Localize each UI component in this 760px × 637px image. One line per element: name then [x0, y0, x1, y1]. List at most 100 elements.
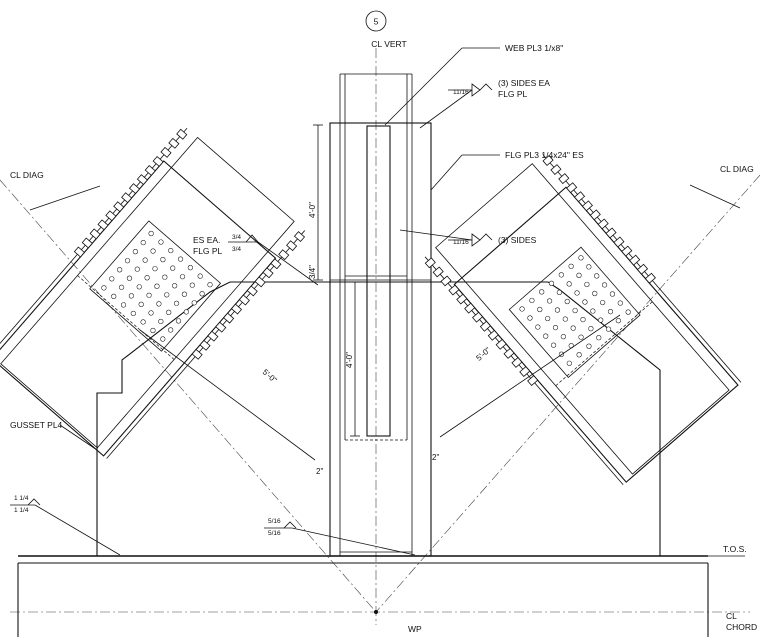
- bolt-hole-icon: [152, 266, 158, 272]
- bolt-nut-icon: [472, 311, 484, 323]
- bolt-nut-icon: [278, 249, 290, 261]
- bolt-hole-icon: [529, 297, 535, 304]
- svg-text:5: 5: [374, 17, 379, 27]
- bolt-nut-icon: [293, 231, 306, 243]
- bolt-hole-icon: [605, 326, 612, 332]
- bolt-nut-icon: [128, 183, 141, 195]
- weld-114-b: 1 1/4: [14, 507, 29, 514]
- bolt-hole-icon: [207, 282, 213, 288]
- bolt-hole-icon: [158, 239, 164, 245]
- bolt-hole-icon: [584, 281, 590, 288]
- dim-4ft-mid: 4'-0": [345, 352, 354, 368]
- bolt-hole-icon: [609, 291, 616, 297]
- bolt-nut-icon: [613, 236, 625, 248]
- bolt-hole-icon: [580, 316, 586, 323]
- bolt-nut-icon: [246, 285, 258, 297]
- flg-pl-left-label: FLG PL: [193, 246, 223, 256]
- bolt-nut-icon: [542, 155, 554, 166]
- bolt-hole-icon: [117, 267, 123, 273]
- bolt-hole-icon: [562, 316, 568, 322]
- gusset-plate: [96, 281, 661, 557]
- bolt-nut-icon: [152, 155, 164, 167]
- right-diagonal-member: [424, 154, 742, 485]
- bolt-hole-icon: [111, 293, 117, 299]
- weld-1116-top: 11/16: [453, 89, 469, 96]
- bolt-nut-icon: [97, 219, 109, 231]
- bolt-hole-icon: [144, 275, 150, 281]
- bolt-nut-icon: [550, 164, 562, 176]
- bolt-hole-icon: [601, 282, 608, 288]
- bolt-hole-icon: [598, 317, 604, 323]
- bolt-nut-icon: [286, 240, 298, 252]
- bolt-hole-icon: [138, 301, 144, 307]
- bolt-hole-icon: [519, 306, 525, 312]
- bolt-nut-icon: [238, 294, 250, 306]
- weld-516-a: 5/16: [268, 518, 281, 525]
- bolt-hole-icon: [109, 276, 115, 282]
- bolt-hole-icon: [543, 333, 549, 339]
- bolt-hole-icon: [539, 289, 545, 295]
- bolt-nut-icon: [456, 293, 468, 305]
- dim-4ft-top: 4'-0": [308, 202, 317, 218]
- bolt-hole-icon: [146, 292, 152, 298]
- bolt-hole-icon: [183, 309, 189, 315]
- bolt-nut-icon: [223, 312, 235, 324]
- bolt-hole-icon: [170, 265, 176, 271]
- cl-chord-label-2: CHORD: [726, 622, 757, 632]
- dim-3-4: 3/4": [308, 265, 317, 279]
- bolt-hole-icon: [586, 264, 592, 270]
- bolt-hole-icon: [101, 285, 107, 291]
- weld-516-b: 5/16: [268, 530, 281, 537]
- es-ea-label: ES EA.: [193, 235, 220, 245]
- dim-5ft-left: 5'-0": [261, 367, 279, 384]
- bolt-nut-icon: [176, 128, 188, 140]
- bolt-nut-icon: [113, 201, 125, 213]
- left-diagonal-member: [0, 127, 306, 459]
- leader-lines: [34, 47, 500, 556]
- bolt-hole-icon: [600, 299, 606, 306]
- bolt-hole-icon: [166, 309, 172, 315]
- bolt-nut-icon: [73, 246, 85, 258]
- bolt-nut-icon: [230, 303, 243, 315]
- bolt-nut-icon: [589, 209, 601, 221]
- bolt-nut-icon: [527, 375, 539, 387]
- bolt-hole-icon: [160, 336, 166, 342]
- bolt-nut-icon: [644, 272, 656, 284]
- tos-label: T.O.S.: [723, 544, 747, 554]
- bolt-nut-icon: [207, 330, 219, 342]
- cl-chord-label-1: CL: [726, 611, 737, 621]
- bolt-nut-icon: [270, 258, 282, 270]
- weld-34-b: 3/4: [232, 246, 241, 253]
- bolt-nut-icon: [629, 254, 641, 266]
- bolt-nut-icon: [558, 173, 570, 185]
- bolt-nut-icon: [144, 165, 156, 176]
- centerlines: [0, 48, 760, 625]
- bolt-hole-icon: [173, 300, 180, 306]
- grid-bubble-icon: 5: [365, 10, 387, 32]
- bolt-nut-icon: [479, 320, 491, 332]
- bolt-hole-icon: [615, 318, 621, 324]
- dim-2-left: 2": [316, 467, 323, 476]
- bolt-nut-icon: [605, 227, 617, 239]
- bolt-hole-icon: [564, 298, 570, 305]
- bolt-nut-icon: [464, 302, 476, 314]
- weld-1116-mid: 11/16: [453, 239, 469, 246]
- bolt-hole-icon: [594, 273, 600, 279]
- bolt-nut-icon: [89, 228, 101, 240]
- bolt-hole-icon: [124, 258, 131, 264]
- bolt-nut-icon: [199, 339, 211, 351]
- bolt-hole-icon: [527, 315, 533, 321]
- bolt-hole-icon: [172, 283, 178, 289]
- bolt-hole-icon: [164, 292, 170, 298]
- sides-3-label: (3) SIDES: [498, 235, 537, 245]
- bolt-hole-icon: [592, 290, 598, 297]
- weld-114-a: 1 1/4: [14, 495, 29, 502]
- cl-vert-label: CL VERT: [371, 39, 406, 49]
- bolt-hole-icon: [548, 280, 555, 286]
- bolt-hole-icon: [175, 318, 182, 324]
- bolt-hole-icon: [576, 352, 582, 358]
- bolt-hole-icon: [556, 289, 562, 296]
- bolt-nut-icon: [136, 174, 148, 185]
- bolt-nut-icon: [566, 182, 578, 194]
- bolt-hole-icon: [558, 272, 564, 278]
